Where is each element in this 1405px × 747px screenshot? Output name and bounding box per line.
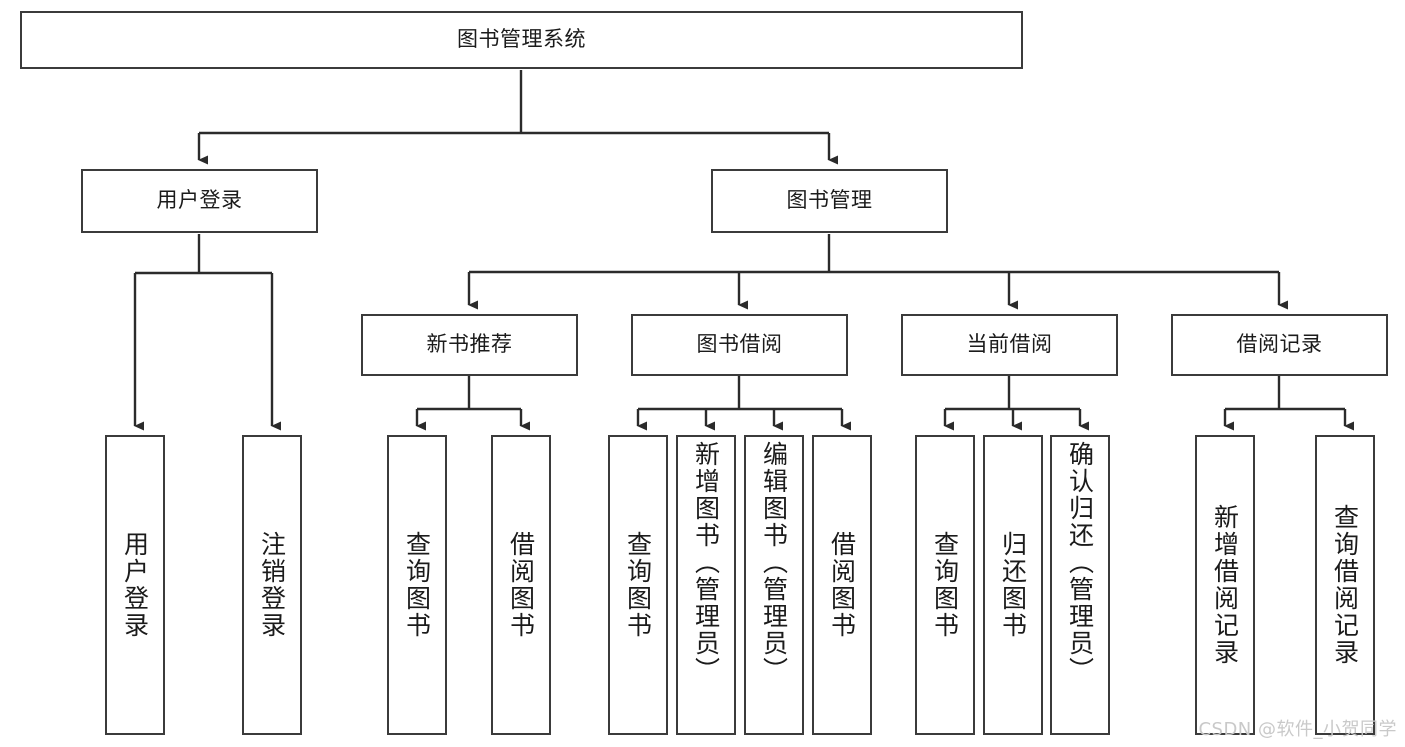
node-label: 查询图书 xyxy=(623,531,653,639)
node-label: 新增图书（管理员） xyxy=(691,441,721,684)
node-leaf-logout-login[interactable]: 注销登录 xyxy=(242,435,302,735)
node-label: 图书管理系统 xyxy=(457,27,586,52)
node-leaf-query-book-1[interactable]: 查询图书 xyxy=(387,435,447,735)
node-label: 注销登录 xyxy=(257,531,287,639)
node-leaf-add-book[interactable]: 新增图书（管理员） xyxy=(676,435,736,735)
node-leaf-query-book-3[interactable]: 查询图书 xyxy=(915,435,975,735)
node-label: 图书管理 xyxy=(786,188,873,213)
node-label: 借阅记录 xyxy=(1236,332,1323,357)
node-leaf-user-login[interactable]: 用户登录 xyxy=(105,435,165,735)
node-user-login[interactable]: 用户登录 xyxy=(81,169,318,233)
node-book-management[interactable]: 图书管理 xyxy=(711,169,948,233)
node-current-borrow[interactable]: 当前借阅 xyxy=(901,314,1118,376)
node-label: 图书借阅 xyxy=(696,332,783,357)
node-label: 用户登录 xyxy=(120,531,150,639)
node-leaf-query-record[interactable]: 查询借阅记录 xyxy=(1315,435,1375,735)
node-leaf-confirm-return[interactable]: 确认归还（管理员） xyxy=(1050,435,1110,735)
node-leaf-add-record[interactable]: 新增借阅记录 xyxy=(1195,435,1255,735)
node-label: 当前借阅 xyxy=(966,332,1053,357)
node-leaf-query-book-2[interactable]: 查询图书 xyxy=(608,435,668,735)
node-label: 查询图书 xyxy=(402,531,432,639)
node-label: 查询借阅记录 xyxy=(1330,504,1360,666)
node-label: 用户登录 xyxy=(156,188,243,213)
node-label: 编辑图书（管理员） xyxy=(759,441,789,684)
node-book-borrow[interactable]: 图书借阅 xyxy=(631,314,848,376)
node-label: 借阅图书 xyxy=(506,531,536,639)
node-label: 查询图书 xyxy=(930,531,960,639)
node-leaf-return-book[interactable]: 归还图书 xyxy=(983,435,1043,735)
node-leaf-borrow-book-1[interactable]: 借阅图书 xyxy=(491,435,551,735)
node-label: 新书推荐 xyxy=(426,332,513,357)
node-label: 确认归还（管理员） xyxy=(1065,441,1095,684)
node-leaf-edit-book[interactable]: 编辑图书（管理员） xyxy=(744,435,804,735)
node-label: 借阅图书 xyxy=(827,531,857,639)
node-borrow-record[interactable]: 借阅记录 xyxy=(1171,314,1388,376)
node-new-book-recommend[interactable]: 新书推荐 xyxy=(361,314,578,376)
node-label: 新增借阅记录 xyxy=(1210,504,1240,666)
node-leaf-borrow-book-2[interactable]: 借阅图书 xyxy=(812,435,872,735)
watermark-text: CSDN @软件_小贺同学 xyxy=(1198,719,1397,740)
node-label: 归还图书 xyxy=(998,531,1028,639)
node-root-system[interactable]: 图书管理系统 xyxy=(20,11,1023,69)
